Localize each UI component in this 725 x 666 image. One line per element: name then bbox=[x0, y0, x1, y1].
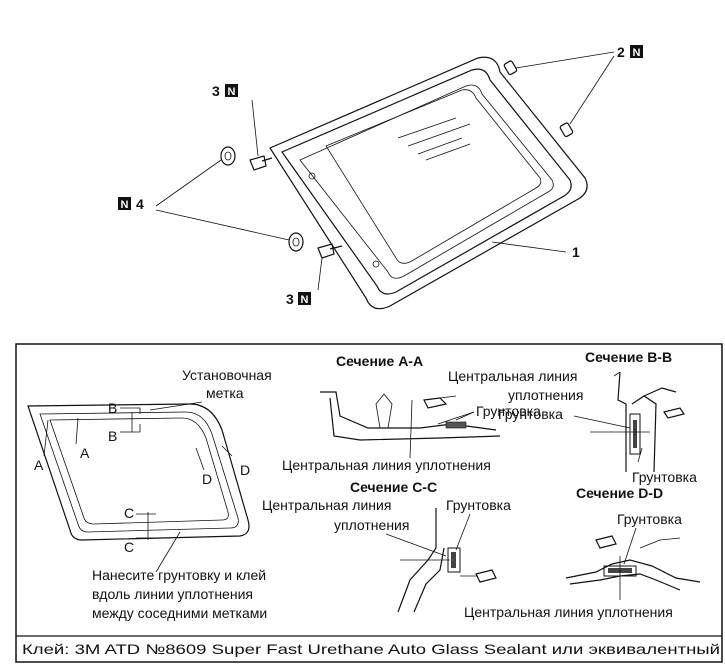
leader-4 bbox=[155, 209, 290, 241]
mark-c-lower: C bbox=[124, 539, 134, 555]
section-cc-title: Сечение С-С bbox=[350, 479, 437, 495]
badge-letter: N bbox=[228, 86, 236, 98]
section-aa-centerline-mark bbox=[409, 399, 413, 459]
section-bb-title: Сечение В-В bbox=[585, 349, 672, 365]
glass-pane bbox=[325, 89, 542, 264]
leader-1 bbox=[491, 241, 567, 253]
section-bb-centerline-1: Центральная линия bbox=[448, 368, 577, 384]
instruction-leader bbox=[155, 531, 181, 573]
glass-glare bbox=[417, 137, 463, 155]
mark-c-upper: C bbox=[124, 505, 134, 521]
leader-4 bbox=[155, 159, 222, 207]
glass-mark-view bbox=[27, 403, 250, 541]
mark-a-left: A bbox=[34, 457, 44, 473]
section-dd-primer-leader bbox=[623, 527, 637, 565]
adhesive-note: Клей: 3M ATD №8609 Super Fast Urethane A… bbox=[22, 641, 720, 657]
glass-glare bbox=[407, 123, 471, 147]
section-aa-primer-leader bbox=[437, 411, 475, 425]
mark-d-right: D bbox=[240, 462, 250, 478]
section-dd-centerline: Центральная линия уплотнения bbox=[464, 604, 673, 620]
callout-3-lower: 3 bbox=[286, 291, 294, 307]
new-part-badge bbox=[118, 197, 131, 210]
section-cc-primer-leader bbox=[455, 513, 471, 551]
section-bb-leader bbox=[573, 415, 631, 429]
section-cc-centerline-1: Центральная линия bbox=[262, 497, 391, 513]
section-cc-leader bbox=[385, 533, 447, 557]
clip-mount bbox=[308, 172, 316, 180]
glass-glare bbox=[397, 117, 457, 139]
leader-2 bbox=[515, 51, 615, 69]
new-part-badge bbox=[298, 292, 311, 305]
section-bb-primer-leader bbox=[637, 447, 643, 463]
leader-3-lower bbox=[317, 257, 323, 291]
callout-3-upper: 3 bbox=[212, 83, 220, 99]
section-dd-primer: Грунтовка bbox=[617, 511, 682, 527]
new-part-badge bbox=[225, 84, 238, 97]
washer-part-4 bbox=[288, 232, 304, 252]
stud-part-3-lower bbox=[317, 243, 343, 259]
glass-glare bbox=[425, 143, 471, 161]
section-bb-primer-1: Грунтовка bbox=[498, 406, 563, 422]
instruction-line-2: вдоль линии уплотнения bbox=[92, 586, 253, 602]
callout-1: 1 bbox=[572, 244, 580, 260]
section-bb-primer-2: Грунтовка bbox=[632, 469, 697, 485]
new-part-badge bbox=[630, 45, 643, 58]
section-dd-title: Сечение D-D bbox=[576, 485, 663, 501]
stud-part-3-upper bbox=[249, 155, 273, 171]
leader-2 bbox=[569, 55, 615, 125]
glass-inner-frame bbox=[299, 84, 554, 279]
section-aa-primer: Грунтовка bbox=[476, 403, 541, 419]
mark-b-lower: B bbox=[108, 428, 117, 444]
callout-2: 2 bbox=[617, 44, 625, 60]
section-cc-primer: Грунтовка bbox=[446, 497, 511, 513]
section-aa-drawing bbox=[320, 391, 501, 441]
detail-frame bbox=[15, 343, 723, 663]
setting-mark-label: Установочная bbox=[182, 367, 272, 383]
clip-mount bbox=[372, 260, 380, 268]
spacer-part-2 bbox=[559, 122, 574, 138]
mark-b-upper: B bbox=[108, 400, 117, 416]
mark-a-right: A bbox=[80, 445, 90, 461]
glass-inner-outline bbox=[281, 68, 572, 295]
badge-letter: N bbox=[301, 294, 309, 306]
badge-letter: N bbox=[121, 199, 129, 211]
washer-hole bbox=[224, 151, 232, 161]
spacer-part-2 bbox=[503, 60, 518, 76]
section-aa-title: Сечение А-А bbox=[336, 353, 423, 369]
setting-mark-leader bbox=[149, 401, 203, 411]
instruction-line-1: Нанесите грунтовку и клей bbox=[92, 567, 266, 583]
leader-3-upper bbox=[251, 99, 259, 157]
callout-4: 4 bbox=[136, 196, 144, 212]
washer-part-4 bbox=[220, 146, 236, 166]
section-dd-drawing bbox=[565, 535, 701, 591]
badge-letter: N bbox=[633, 47, 641, 59]
section-cc-centerline-2: уплотнения bbox=[334, 517, 409, 533]
section-bb-drawing bbox=[613, 371, 685, 473]
section-bb-centerline-2: уплотнения bbox=[508, 387, 583, 403]
setting-mark-label-2: метка bbox=[206, 385, 244, 401]
instruction-line-3: между соседними метками bbox=[92, 605, 267, 621]
glass-outer-outline bbox=[269, 56, 588, 310]
washer-hole bbox=[292, 237, 300, 247]
section-aa-centerline: Центральная линия уплотнения bbox=[282, 457, 491, 473]
mark-d-left: D bbox=[202, 471, 212, 487]
quarter-glass-exploded-view: 1 2 N 3 N 3 N N 4 bbox=[118, 44, 643, 310]
